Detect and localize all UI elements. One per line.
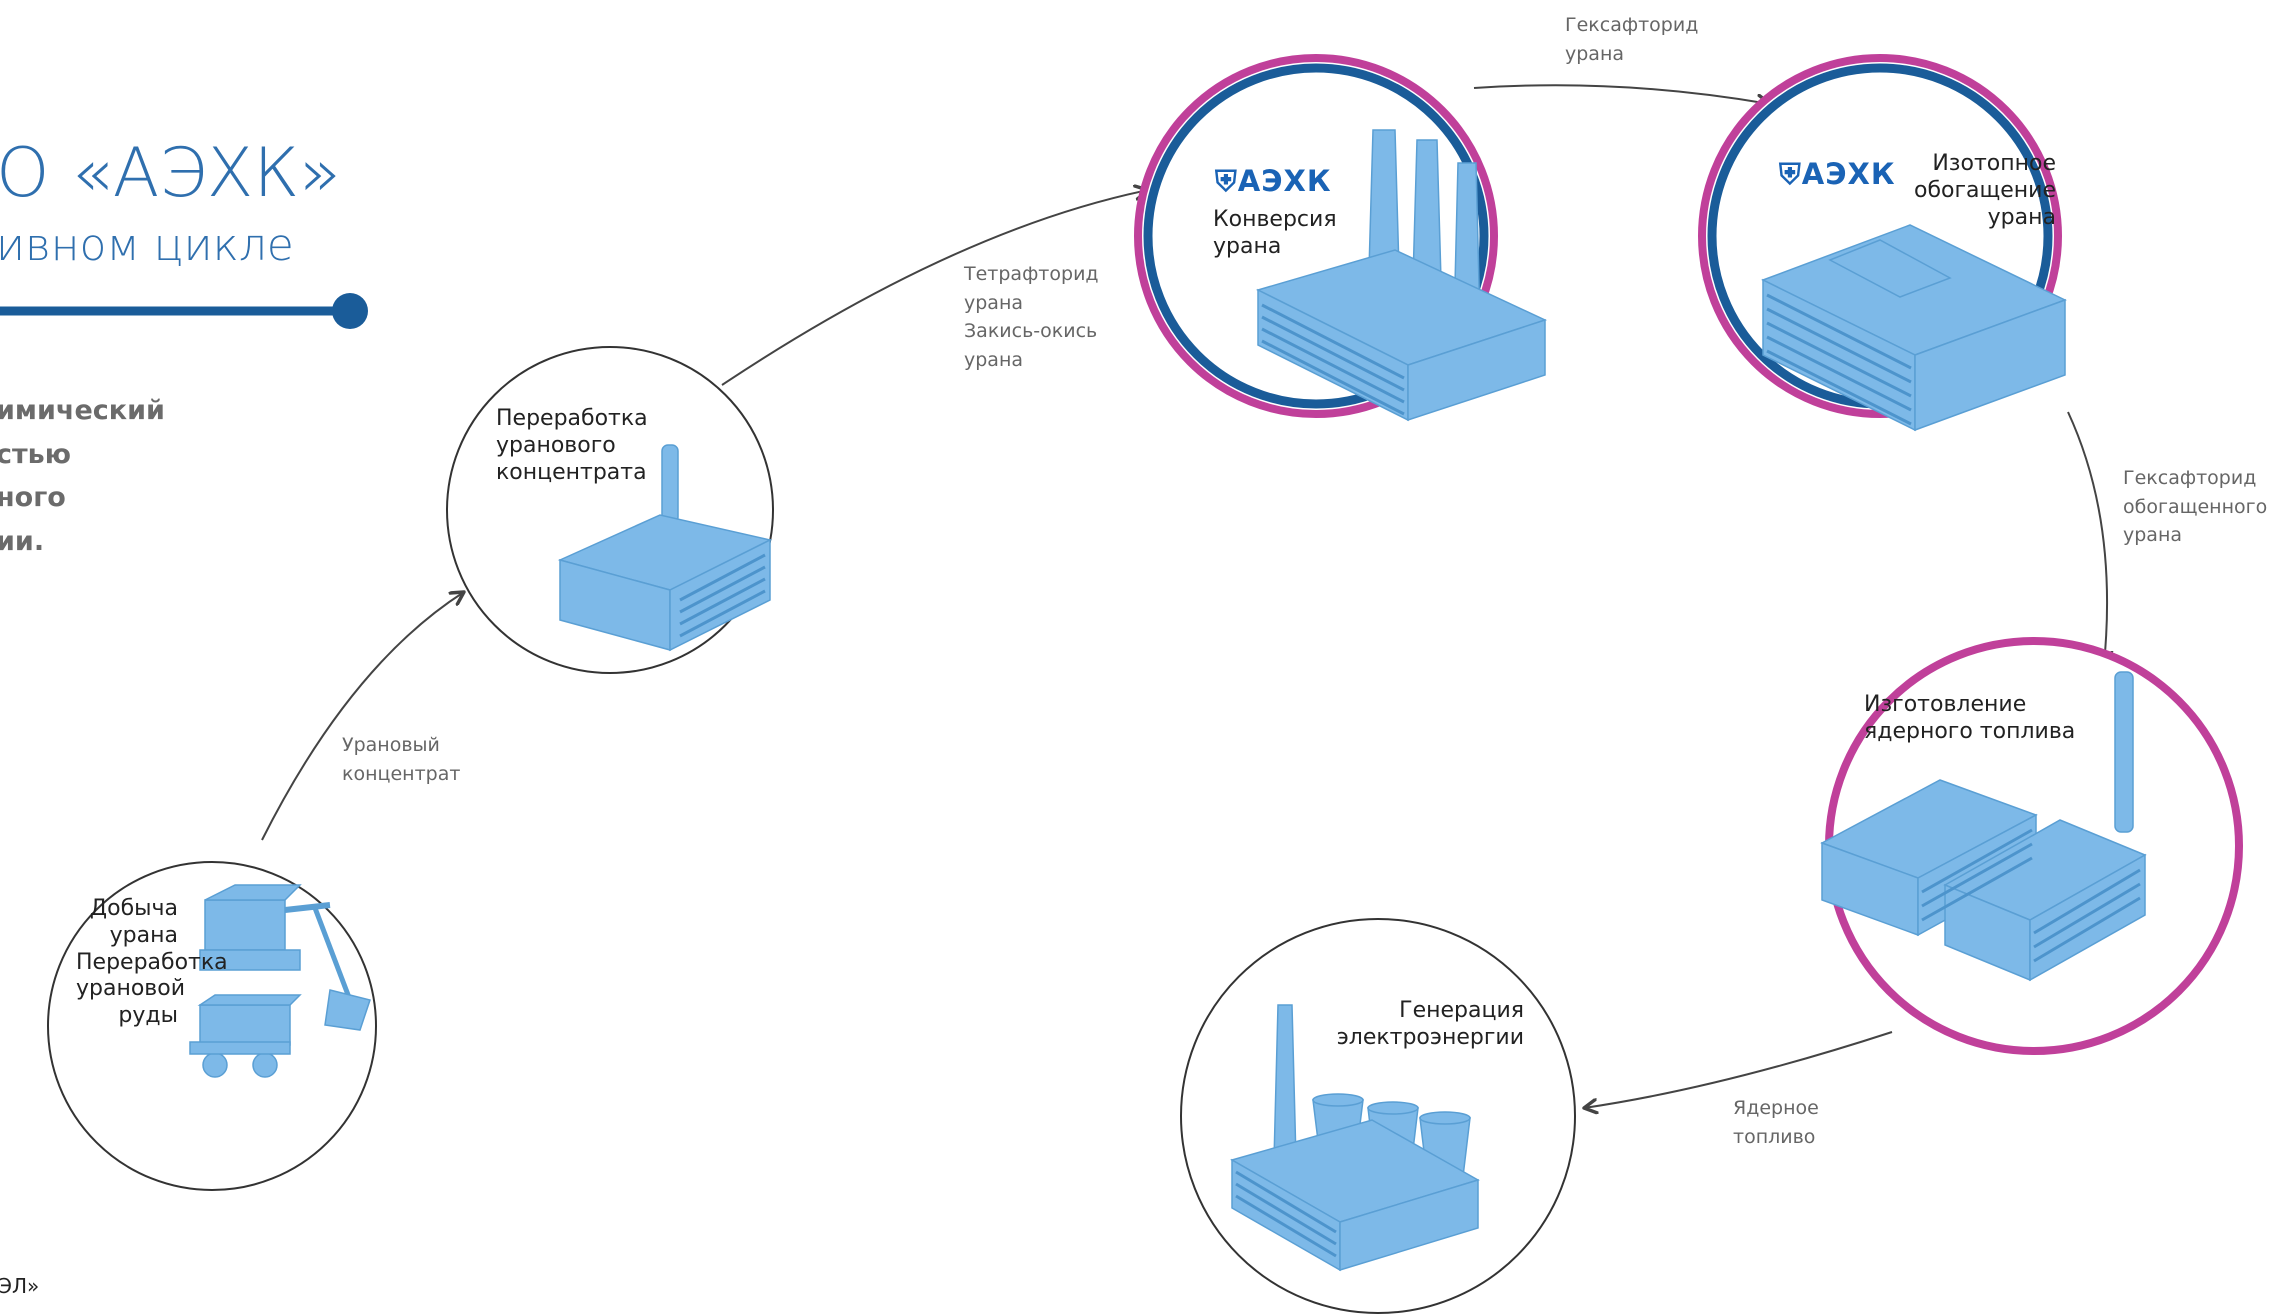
flow-arrow-enrichment-to-fuel: [2067, 411, 2107, 664]
factory-icon-power-plant: [1230, 1004, 1480, 1272]
page-subtitle: ивном цикле: [0, 220, 294, 271]
logo-mark-icon: ⛨: [1779, 157, 1802, 191]
stage-label-concentrate-processing: Переработка уранового концентрата: [496, 406, 648, 485]
page-title: О «АЭХК»: [0, 134, 341, 213]
logo-text: АЭХК: [1237, 164, 1332, 198]
logo-text: АЭХК: [1801, 157, 1896, 191]
factory-icon-concentrate: [557, 444, 773, 652]
aehk-logo-enrichment: ⛨АЭХК: [1779, 157, 1896, 192]
intro-text: имический стью ного ии.: [0, 395, 165, 558]
title-underline-dot: [332, 293, 368, 329]
excavator-icon: [189, 884, 371, 1078]
aehk-logo-conversion: ⛨АЭХК: [1215, 164, 1332, 199]
stage-label-conversion: Конверсия урана: [1213, 207, 1337, 259]
footer-text: ЭЛ»: [0, 1274, 40, 1298]
factory-icon-fuel-fabrication: [1820, 671, 2147, 982]
flow-label-nuclear-fuel: Ядерное топливо: [1733, 1097, 1819, 1148]
logo-mark-icon: ⛨: [1215, 164, 1238, 198]
flow-label-uranium-hexafluoride: Гексафторид урана: [1565, 14, 1699, 65]
flow-arrow-concentrate-to-conversion: [721, 190, 1148, 386]
flow-arrow-fuel-to-power: [1584, 1031, 1893, 1108]
flow-label-uranium-tetrafluoride: Тетрафторид урана Закись-окись урана: [964, 263, 1099, 371]
stage-label-enrichment: Изотопное обогащение урана: [1913, 151, 2056, 230]
flow-arrow-conversion-to-enrichment: [1473, 84, 1770, 104]
flow-label-uranium-concentrate: Урановый концентрат: [342, 734, 461, 785]
factory-icon-conversion: [1255, 129, 1548, 422]
flow-label-enriched-uranium-hexafluoride: Гексафторид обогащенного урана: [2123, 467, 2268, 546]
factory-icon-enrichment: [1761, 224, 2067, 432]
stage-label-mining: Добыча урана Переработка урановой руды: [76, 896, 228, 1029]
stage-label-power-generation: Генерация электроэнергии: [1336, 998, 1524, 1050]
flow-arrow-mining-to-concentrate: [261, 592, 464, 841]
stage-label-fuel-fabrication: Изготовление ядерного топлива: [1864, 692, 2076, 744]
